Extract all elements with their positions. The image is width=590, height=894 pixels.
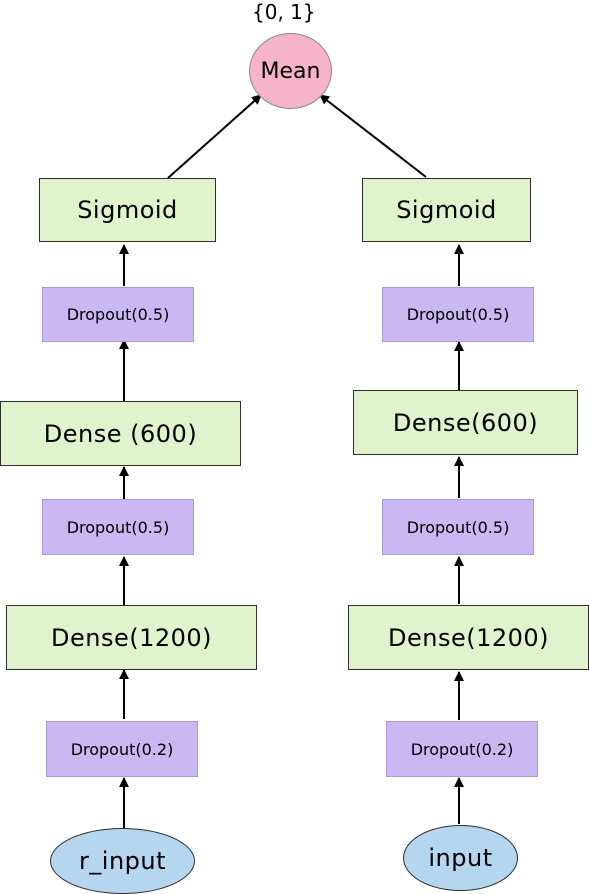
right-dense-1200-node: Dense(1200) <box>348 605 589 670</box>
input-label: input <box>428 844 493 872</box>
right-dropout-bottom-node: Dropout(0.2) <box>386 721 538 777</box>
left-dropout-top-node: Dropout(0.5) <box>42 287 194 342</box>
input-node: input <box>403 825 518 891</box>
right-dropout-mid-label: Dropout(0.5) <box>406 517 510 537</box>
r-input-label: r_input <box>78 847 167 875</box>
mean-label: Mean <box>260 58 321 84</box>
arrow-sigmoid-to-mean-right <box>319 94 427 178</box>
right-dense-1200-label: Dense(1200) <box>387 623 550 652</box>
left-dense-1200-label: Dense(1200) <box>50 623 213 652</box>
right-sigmoid-label: Sigmoid <box>396 196 497 224</box>
left-dense-600-label: Dense (600) <box>43 419 198 448</box>
left-sigmoid-label: Sigmoid <box>77 196 178 224</box>
right-sigmoid-node: Sigmoid <box>362 178 531 242</box>
right-dense-600-node: Dense(600) <box>353 390 578 455</box>
right-dropout-bottom-label: Dropout(0.2) <box>410 739 514 759</box>
right-dropout-top-node: Dropout(0.5) <box>382 287 534 342</box>
mean-node: Mean <box>249 33 332 109</box>
right-dense-600-label: Dense(600) <box>392 408 539 437</box>
left-dense-1200-node: Dense(1200) <box>6 605 257 670</box>
left-dense-600-node: Dense (600) <box>0 401 241 466</box>
r-input-node: r_input <box>50 828 195 894</box>
right-dropout-mid-node: Dropout(0.5) <box>382 499 534 555</box>
left-dropout-mid-node: Dropout(0.5) <box>42 499 194 555</box>
left-dropout-bottom-node: Dropout(0.2) <box>46 721 198 777</box>
right-dropout-top-label: Dropout(0.5) <box>406 305 510 324</box>
left-sigmoid-node: Sigmoid <box>39 178 216 242</box>
arrow-sigmoid-to-mean-left <box>167 94 262 179</box>
left-dropout-mid-label: Dropout(0.5) <box>66 517 170 537</box>
left-dropout-top-label: Dropout(0.5) <box>66 305 170 324</box>
left-dropout-bottom-label: Dropout(0.2) <box>70 739 174 759</box>
output-set-label: {0, 1} <box>252 0 316 24</box>
